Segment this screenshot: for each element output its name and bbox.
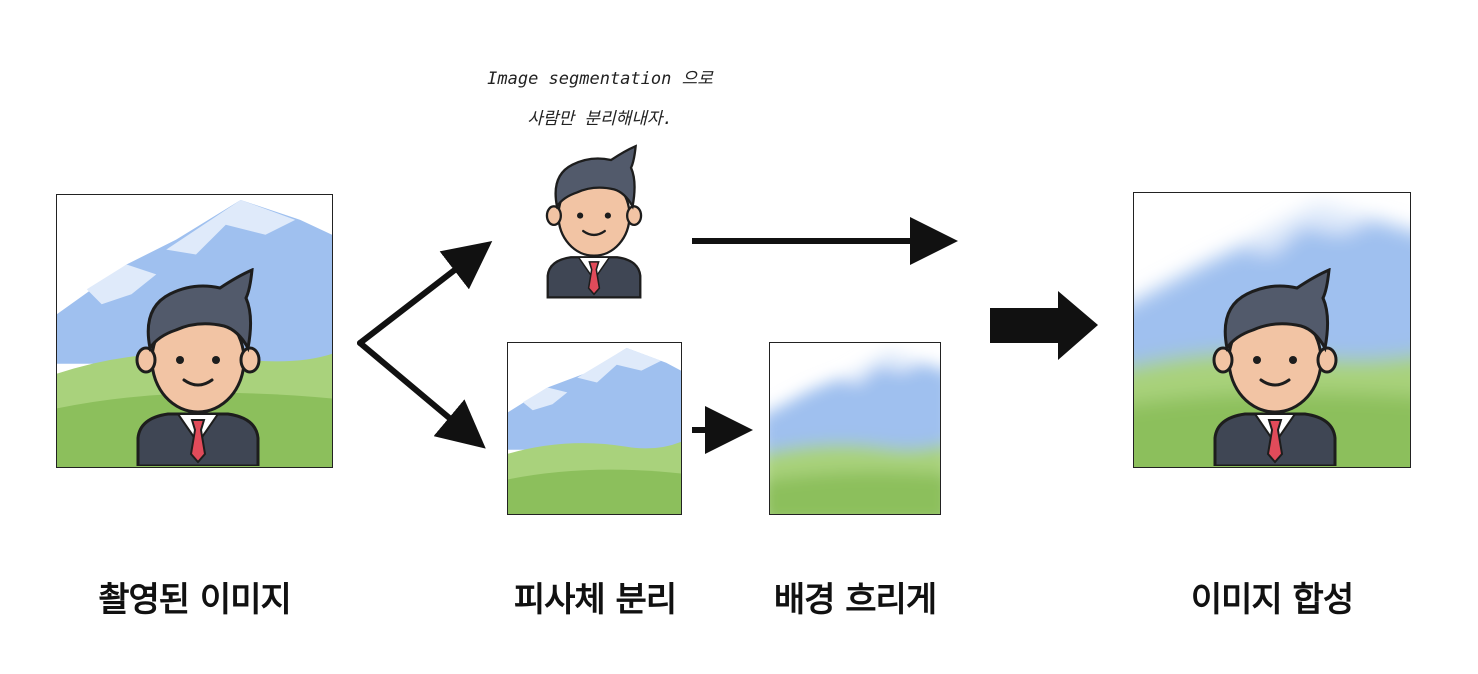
step-label-composite: 이미지 합성 xyxy=(1190,580,1354,620)
arrow-icon xyxy=(357,241,493,346)
original-image-panel xyxy=(56,194,333,468)
annotation-line-2: 사람만 분리해내자. xyxy=(527,109,673,129)
person-icon xyxy=(540,136,648,306)
person-icon xyxy=(1205,268,1345,466)
person-icon xyxy=(128,268,268,466)
step-label-segmentation: 피사체 분리 xyxy=(513,580,677,620)
background-panel xyxy=(507,342,682,515)
step-label-blur: 배경 흐리게 xyxy=(773,580,937,620)
arrow-icon xyxy=(990,291,1098,360)
annotation-line-1: Image segmentation 으로 xyxy=(487,69,713,89)
step-label-captured: 촬영된 이미지 xyxy=(98,580,292,620)
blurred-background-panel xyxy=(769,342,941,515)
arrow-icon xyxy=(357,340,486,449)
composited-image-panel xyxy=(1133,192,1411,468)
